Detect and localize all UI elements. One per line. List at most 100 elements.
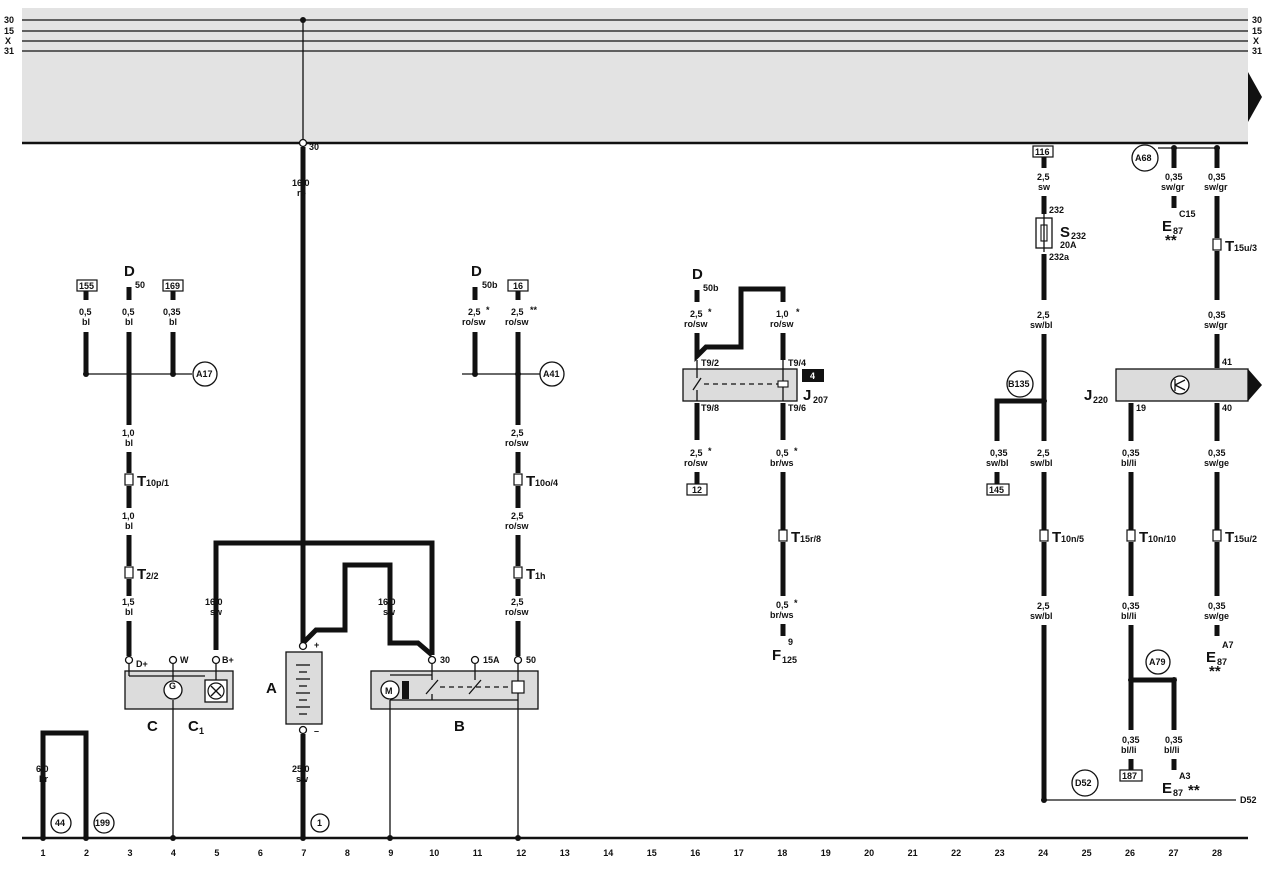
ref-4: 4 bbox=[810, 371, 815, 381]
conn-sub: 15r/8 bbox=[800, 534, 821, 544]
wire-color: bl bbox=[125, 438, 133, 448]
ref-box-145 bbox=[986, 483, 1010, 496]
wire-color: ro/sw bbox=[462, 317, 487, 327]
column-number-15: 15 bbox=[647, 848, 657, 858]
wire-color: sw/bl bbox=[1030, 458, 1053, 468]
conn-sub: 10p/1 bbox=[146, 478, 169, 488]
wire-color: ro/sw bbox=[684, 458, 709, 468]
column-number-11: 11 bbox=[473, 848, 483, 858]
pin-50b: 50b bbox=[703, 283, 719, 293]
label-f125: F bbox=[772, 647, 781, 664]
column-number-24: 24 bbox=[1038, 848, 1048, 858]
wire-color: sw/gr bbox=[1161, 182, 1185, 192]
pin-232: 232 bbox=[1049, 205, 1064, 215]
pin-t98: T9/8 bbox=[701, 403, 719, 413]
column-number-28: 28 bbox=[1212, 848, 1222, 858]
wire-size: 2,5 bbox=[1037, 601, 1050, 611]
pin-41: 41 bbox=[1222, 357, 1232, 367]
rail-31-right: 31 bbox=[1252, 46, 1262, 56]
continuation-arrow-top bbox=[1248, 72, 1262, 122]
ref-155: 155 bbox=[79, 281, 94, 291]
conn-main: T bbox=[137, 473, 146, 490]
pin-50: 50 bbox=[526, 655, 536, 665]
connector-t15r8 bbox=[778, 529, 788, 542]
wire-color: sw bbox=[383, 607, 396, 617]
wire-size: 0,35 bbox=[1208, 310, 1226, 320]
connector-t22 bbox=[124, 566, 134, 579]
wire-size: 2,5 bbox=[511, 428, 524, 438]
generator-icon bbox=[163, 680, 183, 700]
conn-main: T bbox=[137, 566, 146, 583]
wire-size: 16,0 bbox=[378, 597, 396, 607]
wire-size: 2,5 bbox=[511, 597, 524, 607]
bus-rails: 30 15 X 31 30 15 X 31 bbox=[4, 15, 1262, 145]
connector-t1h bbox=[513, 566, 523, 579]
ground-label: 199 bbox=[95, 818, 110, 828]
wire-size: 0,35 bbox=[1122, 601, 1140, 611]
pin-40: 40 bbox=[1222, 403, 1232, 413]
ground-point-199 bbox=[93, 812, 115, 834]
wire-size: 0,35 bbox=[990, 448, 1008, 458]
wire-size: 0,35 bbox=[1208, 601, 1226, 611]
ground-point-44 bbox=[50, 812, 72, 834]
terminal bbox=[298, 641, 308, 651]
column-number-14: 14 bbox=[603, 848, 613, 858]
rail-30-left: 30 bbox=[4, 15, 14, 25]
pin-232a: 232a bbox=[1049, 252, 1070, 262]
wire-size: 1,0 bbox=[776, 309, 789, 319]
rail-31-left: 31 bbox=[4, 46, 14, 56]
column-number-10: 10 bbox=[429, 848, 439, 858]
ground-label: 44 bbox=[55, 818, 65, 828]
pin-plus: + bbox=[314, 640, 319, 650]
connector-label: B135 bbox=[1008, 379, 1030, 389]
pin-a3: A3 bbox=[1179, 771, 1191, 781]
column-number-2: 2 bbox=[84, 848, 89, 858]
wire-size: 6,0 bbox=[36, 764, 49, 774]
wire-size: 2,5 bbox=[511, 511, 524, 521]
label-e87-sub: 87 bbox=[1173, 788, 1183, 798]
wire-color: br/ws bbox=[770, 610, 794, 620]
junction-dot bbox=[300, 17, 306, 23]
wire-color: sw/ge bbox=[1204, 611, 1229, 621]
wire-color: br bbox=[39, 774, 48, 784]
rail-x-left: X bbox=[5, 36, 11, 46]
conn-sub: 15u/2 bbox=[1234, 534, 1257, 544]
wire-star: * bbox=[486, 305, 490, 315]
wire-battery-bus bbox=[213, 540, 435, 655]
wire-color: bl/li bbox=[1121, 458, 1137, 468]
pin-t92: T9/2 bbox=[701, 358, 719, 368]
label-e87: E bbox=[1162, 780, 1172, 797]
pin-19: 19 bbox=[1136, 403, 1146, 413]
pin-bplus: B+ bbox=[222, 655, 234, 665]
wire-color: sw/gr bbox=[1204, 320, 1228, 330]
column-number-5: 5 bbox=[214, 848, 219, 858]
wire-color: ro bbox=[297, 188, 307, 198]
connector-label: A17 bbox=[196, 369, 213, 379]
label-a: A bbox=[266, 680, 277, 697]
relay-plate-band bbox=[22, 8, 1248, 143]
column-number-12: 12 bbox=[516, 848, 526, 858]
rail-30-right: 30 bbox=[1252, 15, 1262, 25]
terminal bbox=[298, 725, 308, 735]
pin-9: 9 bbox=[788, 637, 793, 647]
wire-size: 0,5 bbox=[776, 600, 789, 610]
column-number-6: 6 bbox=[258, 848, 263, 858]
connector-t10o4 bbox=[513, 473, 523, 486]
battery-cells-icon bbox=[296, 664, 310, 715]
wire-color: ro/sw bbox=[505, 607, 530, 617]
conn-main: T bbox=[1225, 238, 1234, 255]
wire-color: bl bbox=[169, 317, 177, 327]
wire-6br bbox=[40, 730, 89, 838]
connector-t10p1 bbox=[124, 473, 134, 486]
pin-t94: T9/4 bbox=[788, 358, 806, 368]
wire-color: ro/sw bbox=[684, 319, 709, 329]
column-number-17: 17 bbox=[734, 848, 744, 858]
wire-size: 0,5 bbox=[776, 448, 789, 458]
wire-size: 2,5 bbox=[1037, 310, 1050, 320]
column-number-1: 1 bbox=[41, 848, 46, 858]
conn-sub: 1h bbox=[535, 571, 546, 581]
wire-size: 0,35 bbox=[1208, 172, 1226, 182]
label-b: B bbox=[454, 718, 465, 735]
wire-star: ** bbox=[1165, 232, 1177, 249]
